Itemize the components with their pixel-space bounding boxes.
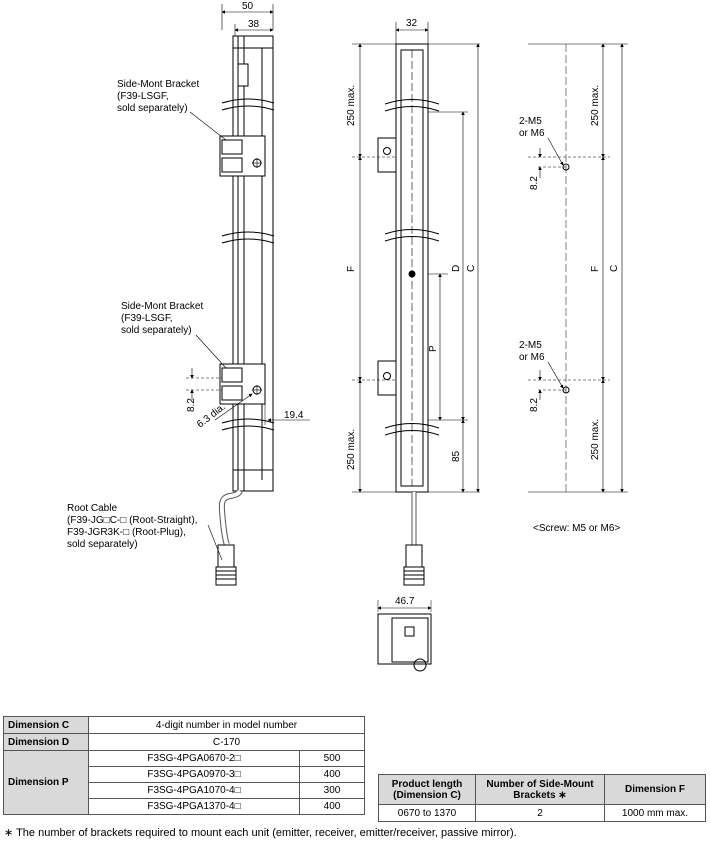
dimension-table: Dimension C 4-digit number in model numb… (3, 716, 365, 815)
dim-d-label: Dimension D (3, 733, 89, 751)
p-row-model: F3SG-4PGA1370-4□ (88, 798, 300, 815)
p-row-value: 300 (299, 782, 365, 799)
p-row-model: F3SG-4PGA0970-3□ (88, 766, 300, 783)
bracket-count-cell: 2 (475, 804, 605, 822)
screw-dim-250-bottom: 250 max. (590, 419, 601, 460)
product-length-cell: 0670 to 1370 (378, 804, 476, 822)
side-dim-38: 38 (248, 19, 260, 30)
front-dim-85: 85 (451, 450, 462, 462)
bracket-label-2-line2: (F39-LSGF, (121, 313, 173, 324)
screw-dim-8-2-top: 8.2 (529, 176, 540, 190)
dimension-f-header: Dimension F (604, 774, 706, 805)
front-dim-250-top: 250 max. (346, 85, 357, 126)
p-row-value: 400 (299, 798, 365, 815)
dim-p-label: Dimension P (3, 750, 89, 815)
product-length-header: Product length(Dimension C) (378, 774, 476, 805)
front-dim-32: 32 (406, 18, 418, 29)
dim-d-value: C-170 (88, 733, 365, 751)
footnote: ∗ The number of brackets required to mou… (4, 827, 517, 839)
front-dim-D: D (451, 265, 462, 272)
p-row-model: F3SG-4PGA0670-2□ (88, 750, 300, 767)
dimension-f-cell: 1000 mm max. (604, 804, 706, 822)
front-dim-46-7: 46.7 (395, 596, 415, 607)
screw-label-1-line2: or M6 (519, 128, 545, 139)
dim-c-value: 4-digit number in model number (88, 716, 365, 734)
p-row-model: F3SG-4PGA1070-4□ (88, 782, 300, 799)
screw-caption: <Screw: M5 or M6> (533, 523, 620, 534)
bracket-label-2-line3: sold separately) (121, 325, 192, 336)
side-dim-50: 50 (242, 1, 254, 12)
cable-label-line1: Root Cable (67, 503, 117, 514)
bracket-label-1-line3: sold separately) (117, 103, 188, 114)
screw-view (528, 43, 628, 493)
screw-label-2-line1: 2-M5 (519, 340, 542, 351)
bracket-table: Product length(Dimension C) Number of Si… (378, 774, 706, 822)
p-row-value: 400 (299, 766, 365, 783)
bracket-label-2-line1: Side-Mont Bracket (121, 301, 203, 312)
screw-label-2-line2: or M6 (519, 352, 545, 363)
cable-label-line2: (F39-JG□C-□ (Root-Straight), (67, 515, 197, 526)
cable-label-line3: F39-JGR3K-□ (Root-Plug), (67, 527, 186, 538)
bracket-label-1-line2: (F39-LSGF, (117, 91, 169, 102)
dimension-drawing: 50 38 Side-Mont Bracket (F39-LSGF, sold … (67, 1, 628, 672)
screw-label-1-line1: 2-M5 (519, 116, 542, 127)
p-row-value: 500 (299, 750, 365, 767)
screw-dim-250-top: 250 max. (590, 85, 601, 126)
front-dim-F: F (346, 266, 357, 272)
bracket-label-1-line1: Side-Mont Bracket (117, 79, 199, 90)
side-view (186, 4, 310, 586)
front-dim-250-bottom: 250 max. (346, 429, 357, 470)
front-view (352, 22, 480, 672)
side-dim-6-3-dia: 6.3 dia. (195, 401, 228, 430)
side-dim-19-4: 19.4 (284, 410, 304, 421)
dim-c-label: Dimension C (3, 716, 89, 734)
screw-dim-C: C (609, 265, 620, 272)
screw-dim-8-2-bottom: 8.2 (529, 398, 540, 412)
cable-label-line4: sold separately) (67, 539, 138, 550)
screw-dim-F: F (590, 266, 601, 272)
front-dim-C: C (466, 265, 477, 272)
front-dim-P: P (428, 345, 439, 352)
side-dim-8-2: 8.2 (186, 398, 197, 412)
